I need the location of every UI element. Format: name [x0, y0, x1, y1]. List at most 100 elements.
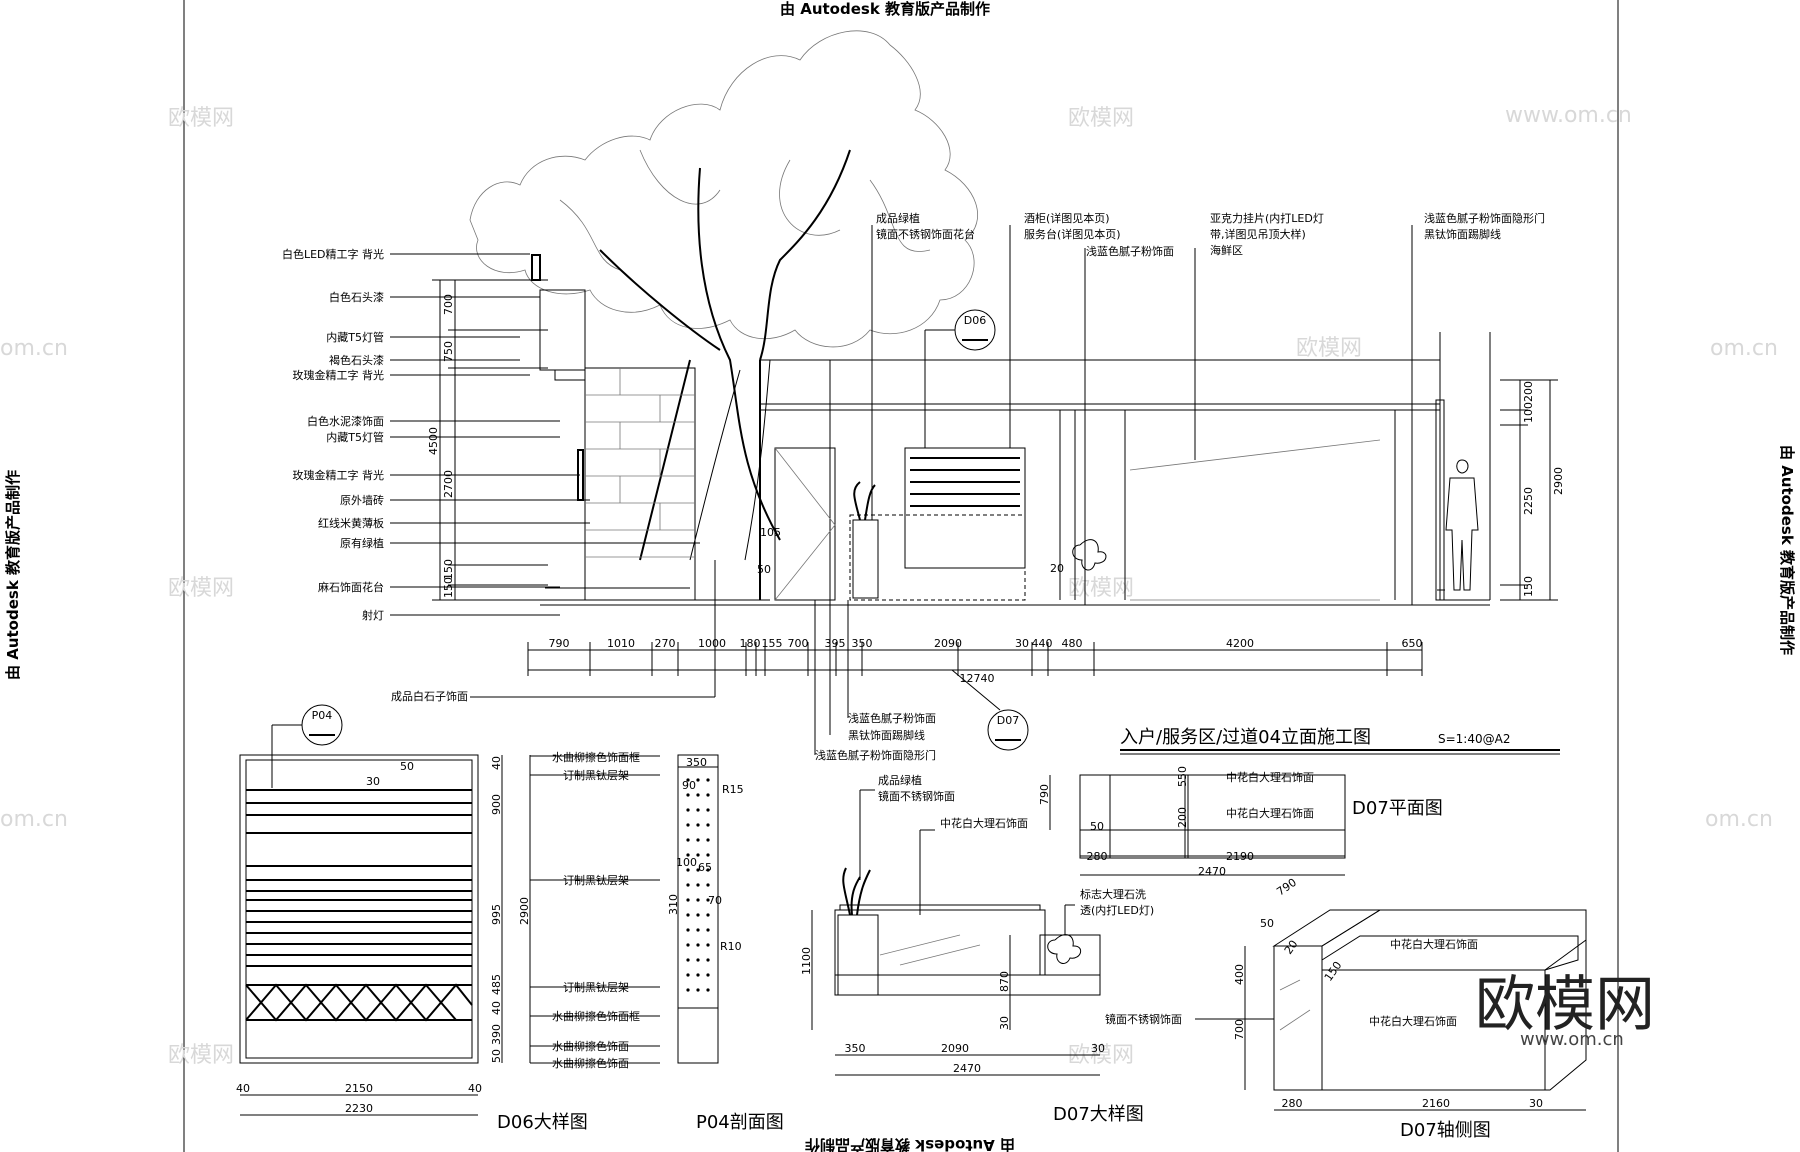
svg-text:原有绿植: 原有绿植	[340, 536, 384, 550]
svg-text:2700: 2700	[442, 470, 455, 498]
svg-text:中花白大理石饰面: 中花白大理石饰面	[1226, 806, 1314, 820]
svg-text:870: 870	[998, 971, 1011, 992]
svg-text:750: 750	[442, 341, 455, 362]
svg-text:浅蓝色腻子粉饰面: 浅蓝色腻子粉饰面	[848, 711, 936, 725]
svg-text:4500: 4500	[427, 427, 440, 455]
svg-text:红线米黄薄板: 红线米黄薄板	[318, 516, 384, 530]
svg-text:玫瑰金精工字 背光: 玫瑰金精工字 背光	[293, 468, 385, 482]
svg-text:R15: R15	[722, 783, 744, 796]
svg-text:180: 180	[740, 637, 761, 650]
svg-text:om.cn: om.cn	[0, 336, 68, 361]
svg-text:镜面不锈钢饰面花台: 镜面不锈钢饰面花台	[876, 227, 975, 241]
svg-text:麻石饰面花台: 麻石饰面花台	[318, 580, 384, 594]
stamp-bottom: 由 Autodesk 教育版产品制作	[805, 1136, 1015, 1152]
svg-text:790: 790	[549, 637, 570, 650]
svg-text:700: 700	[1233, 1019, 1246, 1040]
svg-text:390: 390	[490, 1024, 503, 1045]
stamp-left: 由 Autodesk 教育版产品制作	[4, 470, 22, 680]
svg-text:550: 550	[1176, 766, 1189, 787]
svg-text:欧模网: 欧模网	[168, 106, 234, 131]
svg-text:20: 20	[1282, 938, 1301, 957]
svg-text:原外墙砖: 原外墙砖	[340, 493, 384, 507]
tree-canopy	[469, 30, 979, 348]
svg-text:海鲜区: 海鲜区	[1210, 243, 1243, 257]
svg-text:2250: 2250	[1522, 487, 1535, 515]
svg-text:150: 150	[1322, 959, 1345, 984]
ceiling-band	[759, 359, 1441, 405]
stamp-top: 由 Autodesk 教育版产品制作	[780, 0, 990, 18]
svg-text:2900: 2900	[1552, 467, 1565, 495]
svg-text:350: 350	[686, 756, 707, 769]
svg-text:700: 700	[442, 294, 455, 315]
svg-text:D07: D07	[997, 714, 1019, 727]
d07-plan: 中花白大理石饰面 中花白大理石饰面 790 550 200 50 280 219…	[1038, 766, 1443, 878]
svg-text:65: 65	[698, 861, 712, 874]
svg-text:射灯: 射灯	[362, 608, 384, 622]
svg-text:2470: 2470	[953, 1062, 981, 1075]
svg-text:镜面不锈钢饰面: 镜面不锈钢饰面	[1105, 1012, 1182, 1026]
svg-text:R10: R10	[720, 940, 742, 953]
svg-text:2900: 2900	[518, 897, 531, 925]
svg-text:S=1:40@A2: S=1:40@A2	[1438, 732, 1510, 746]
svg-text:镜面不锈钢饰面: 镜面不锈钢饰面	[878, 789, 955, 803]
svg-text:欧模网: 欧模网	[1068, 576, 1134, 601]
logo-watermark: 欧模网	[1475, 970, 1655, 1040]
svg-text:40: 40	[490, 1001, 503, 1015]
svg-text:om.cn: om.cn	[0, 807, 68, 832]
svg-text:4200: 4200	[1226, 637, 1254, 650]
elevation-drawing	[469, 30, 1491, 606]
elevation-title-block: 入户/服务区/过道04立面施工图 S=1:40@A2	[1120, 727, 1560, 755]
svg-text:50: 50	[757, 563, 771, 576]
svg-text:270: 270	[655, 637, 676, 650]
svg-text:中花白大理石饰面: 中花白大理石饰面	[1390, 937, 1478, 951]
svg-text:水曲柳擦色饰面: 水曲柳擦色饰面	[552, 1056, 629, 1070]
svg-text:200: 200	[1522, 381, 1535, 402]
bubble-p04: P04	[271, 704, 343, 788]
svg-text:150: 150	[1522, 576, 1535, 597]
d07-detail: 成品绿植 镜面不锈钢饰面 中花白大理石饰面 标志大理石洗 透(内打LED灯) 1…	[800, 773, 1154, 1125]
svg-text:成品绿植: 成品绿植	[878, 773, 922, 787]
svg-text:内藏T5灯管: 内藏T5灯管	[326, 330, 384, 344]
svg-text:30: 30	[1529, 1097, 1543, 1110]
svg-text:790: 790	[1274, 876, 1299, 899]
svg-text:2470: 2470	[1198, 865, 1226, 878]
svg-text:白色水泥漆饰面: 白色水泥漆饰面	[307, 414, 384, 428]
svg-text:150: 150	[442, 559, 455, 580]
svg-text:40: 40	[468, 1082, 482, 1095]
watermark-layer: 欧模网 欧模网 www.om.cn 欧模网 om.cn om.cn 欧模网 欧模…	[0, 103, 1778, 1068]
elevation-bottom-callouts: 成品白石子饰面 浅蓝色腻子粉饰面 黑钛饰面踢脚线 浅蓝色腻子粉饰面隐形门	[391, 560, 936, 762]
svg-text:成品白石子饰面: 成品白石子饰面	[391, 689, 468, 703]
svg-text:20: 20	[1050, 562, 1064, 575]
svg-text:D07大样图: D07大样图	[1053, 1104, 1144, 1125]
svg-text:30: 30	[998, 1016, 1011, 1030]
svg-text:2230: 2230	[345, 1102, 373, 1115]
bubble-d07: D07	[951, 669, 1029, 751]
svg-text:水曲柳擦色饰面框: 水曲柳擦色饰面框	[552, 750, 640, 764]
svg-text:玫瑰金精工字 背光: 玫瑰金精工字 背光	[293, 368, 385, 382]
svg-text:www.om.cn: www.om.cn	[1505, 103, 1632, 128]
svg-text:350: 350	[845, 1042, 866, 1055]
svg-text:内藏T5灯管: 内藏T5灯管	[326, 430, 384, 444]
svg-text:2190: 2190	[1226, 850, 1254, 863]
svg-text:70: 70	[708, 894, 722, 907]
bubble-d06: D06	[924, 309, 996, 448]
svg-text:395: 395	[825, 637, 846, 650]
svg-text:P04: P04	[312, 709, 333, 722]
svg-text:褐色石头漆: 褐色石头漆	[329, 353, 384, 367]
svg-text:中花白大理石饰面: 中花白大理石饰面	[1226, 770, 1314, 784]
svg-text:30: 30	[1091, 1042, 1105, 1055]
tree-canopy-inner	[559, 149, 931, 271]
elevation-left-callouts: 白色LED精工字 背光 白色石头漆 内藏T5灯管 褐色石头漆 玫瑰金精工字 背光…	[282, 247, 700, 622]
svg-text:欧模网: 欧模网	[1068, 106, 1134, 131]
svg-text:2090: 2090	[934, 637, 962, 650]
d06-detail: P04 40 900 995 2900 485 40 390 50 50 30	[236, 704, 660, 1133]
svg-text:黑钛饰面踢脚线: 黑钛饰面踢脚线	[848, 728, 925, 742]
svg-text:om.cn: om.cn	[1705, 807, 1773, 832]
url-watermark: www.om.cn	[1520, 1029, 1624, 1050]
svg-text:中花白大理石饰面: 中花白大理石饰面	[1369, 1014, 1457, 1028]
svg-text:280: 280	[1282, 1097, 1303, 1110]
svg-text:D06大样图: D06大样图	[497, 1112, 588, 1133]
svg-text:白色LED精工字 背光: 白色LED精工字 背光	[282, 247, 384, 261]
svg-text:1100: 1100	[800, 947, 813, 975]
svg-text:亚克力挂片(内打LED灯: 亚克力挂片(内打LED灯	[1210, 211, 1324, 225]
